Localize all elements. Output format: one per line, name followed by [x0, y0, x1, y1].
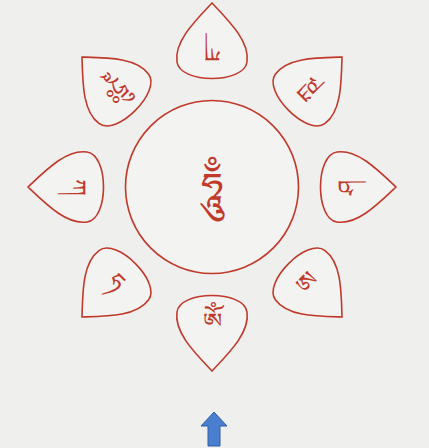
syllable: ཧྲཱིཿ	[99, 74, 133, 108]
syllable: ཨ	[291, 266, 323, 298]
syllable: ཀ	[64, 179, 90, 196]
lotus-petal: ཤ	[311, 147, 399, 227]
lotus-petal: ཀ	[172, 0, 252, 88]
syllable: ཨོཾ	[203, 309, 222, 335]
syllable: ཤ	[334, 180, 360, 195]
lotus-petal: ཨོཾ	[172, 286, 252, 374]
syllable: ཀྵ	[292, 76, 323, 107]
syllable: ཀ	[204, 39, 221, 65]
syllable: ཧཱུྃ	[201, 165, 223, 209]
lotus-petal: ཀ	[25, 147, 113, 227]
centre-circle: ཧཱུྃ	[124, 99, 300, 275]
syllable: ཧ	[103, 269, 131, 297]
